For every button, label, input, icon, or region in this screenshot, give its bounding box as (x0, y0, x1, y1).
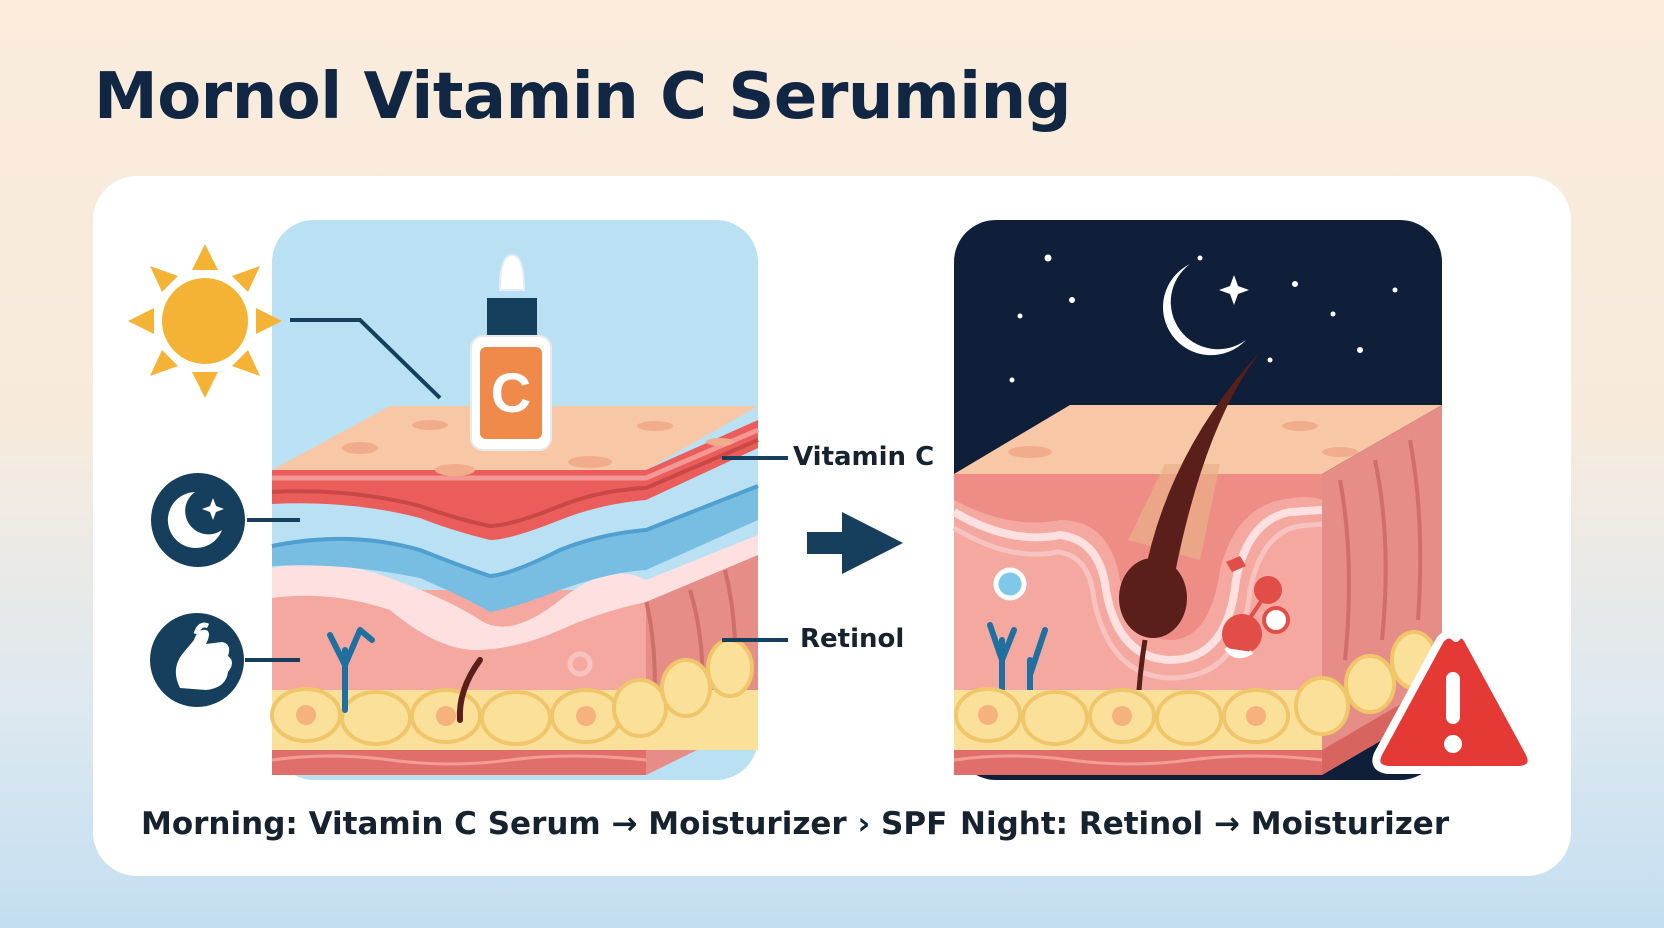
stars (1009, 254, 1398, 383)
blue-layer (271, 484, 759, 612)
sun-icon (128, 244, 282, 398)
vitamin-c-label: Vitamin C (793, 442, 935, 472)
skin-block-night (951, 352, 1442, 775)
moon-icon (151, 473, 245, 567)
morning-panel: C (128, 220, 788, 780)
night-caption: Night: Retinol → Moisturizer (960, 806, 1450, 842)
retinol-label: Retinol (800, 624, 905, 654)
fat-cells-night (954, 630, 1438, 750)
warning-icon (1372, 630, 1536, 774)
night-panel (951, 220, 1536, 780)
sun-leader-line (290, 318, 442, 400)
fat-cells (270, 638, 758, 750)
hand-icon (150, 613, 244, 707)
serum-bottle-icon: C (470, 253, 552, 451)
arrow-right-icon (807, 512, 903, 574)
page-title: Mornol Vitamin C Seruming (94, 60, 1071, 134)
morning-caption: Morning: Vitamin C Serum → Moisturizer ›… (141, 806, 948, 842)
crescent-moon-icon (1162, 264, 1246, 356)
skin-block-lower (270, 535, 758, 775)
bottle-letter: C (491, 361, 531, 424)
